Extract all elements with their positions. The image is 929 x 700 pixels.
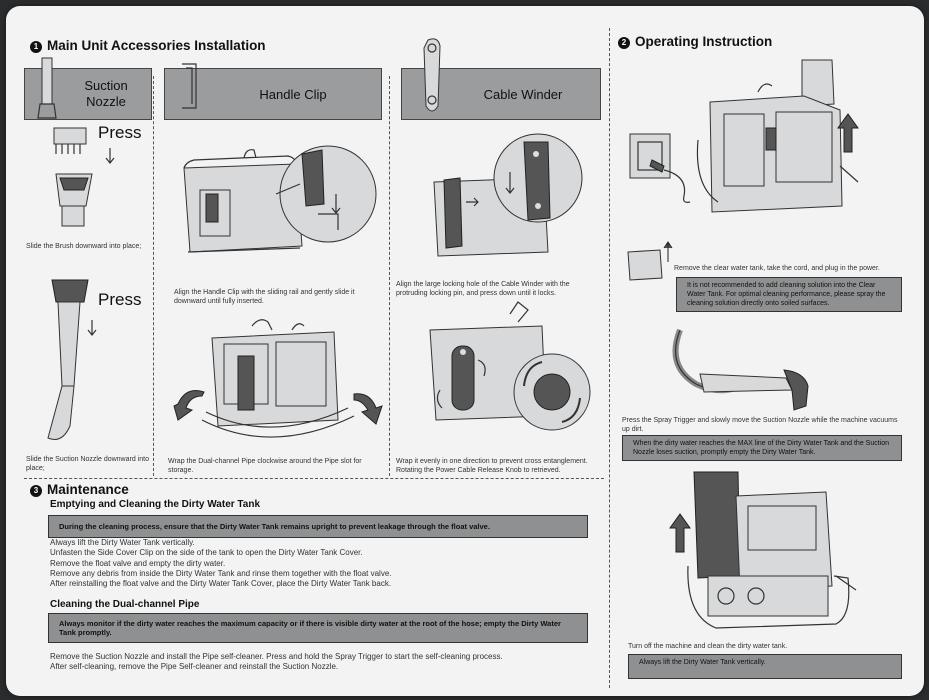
section-divider	[24, 478, 604, 479]
section2-title-text: Operating Instruction	[635, 34, 773, 49]
up-arrow-icon	[837, 113, 859, 153]
power-plug-illustration	[629, 133, 691, 203]
machine-tank-removed-illustration	[696, 59, 859, 213]
pipe-wrap-illustration	[173, 319, 383, 438]
divider-2	[389, 76, 390, 476]
cable-winder-icon	[423, 38, 441, 112]
sub2-line: After self-cleaning, remove the Pipe Sel…	[50, 662, 339, 672]
handle-clip-banner-label: Handle Clip	[259, 86, 327, 102]
section1-title-text: Main Unit Accessories Installation	[47, 38, 266, 53]
divider-1	[153, 76, 154, 476]
step1-note: It is not recommended to add cleaning so…	[676, 277, 902, 312]
small-machine-icon	[627, 241, 673, 281]
sub1-line: After reinstalling the float valve and t…	[50, 579, 392, 589]
dirty-tank-removal-illustration	[687, 471, 857, 629]
instruction-sheet: 1 Main Unit Accessories Installation Suct…	[6, 6, 924, 696]
section3-title-text: Maintenance	[47, 482, 129, 497]
nozzle-caption: Slide the Suction Nozzle downward into p…	[26, 456, 149, 472]
suction-nozzle-banner-label: Suction Nozzle	[84, 78, 128, 109]
handle-clip-caption: Align the Handle Clip with the sliding r…	[174, 289, 355, 305]
cable-winder-install-illustration	[433, 133, 583, 257]
handle-clip-banner: Handle Clip	[164, 68, 382, 120]
sub1-line: Unfasten the Side Cover Clip on the side…	[50, 548, 363, 558]
step2-caption: Press the Spray Trigger and slowly move …	[622, 417, 898, 433]
column-divider	[609, 28, 610, 688]
section2-number: 2	[618, 37, 630, 49]
cable-wrap-caption: Wrap it evenly in one direction to preve…	[396, 458, 588, 474]
section1-title: 1 Main Unit Accessories Installation	[30, 38, 266, 53]
press-label-1: Press	[98, 123, 142, 142]
cable-wrap-illustration	[429, 301, 591, 431]
up-arrow-icon	[669, 513, 691, 553]
suction-nozzle-icon	[37, 57, 57, 119]
step2-note: When the dirty water reaches the MAX lin…	[622, 435, 902, 461]
sub1-warning: During the cleaning process, ensure that…	[48, 515, 588, 538]
sub2-line: Remove the Suction Nozzle and install th…	[50, 652, 503, 661]
spray-nozzle-illustration	[672, 328, 809, 411]
step3-note: Always lift the Dirty Water Tank vertica…	[628, 654, 902, 679]
sub1-line: Remove any debris from inside the Dirty …	[50, 568, 392, 578]
section1-number: 1	[30, 41, 42, 53]
sub1-line: Always lift the Dirty Water Tank vertica…	[50, 538, 195, 547]
sub1-text: Always lift the Dirty Water Tank vertica…	[50, 538, 392, 589]
handle-clip-icon	[182, 63, 197, 109]
cable-winder-caption: Align the large locking hole of the Cabl…	[396, 281, 570, 297]
down-arrow-icon	[87, 320, 97, 336]
section2-title: 2 Operating Instruction	[618, 34, 772, 49]
pipe-wrap-caption: Wrap the Dual-channel Pipe clockwise aro…	[168, 458, 362, 474]
press-label-2: Press	[98, 290, 142, 309]
brush-caption: Slide the Brush downward into place;	[26, 243, 142, 250]
sub2-text: Remove the Suction Nozzle and install th…	[50, 652, 503, 673]
section3-number: 3	[30, 485, 42, 497]
down-arrow-icon	[105, 148, 115, 164]
step3-caption: Turn off the machine and clean the dirty…	[628, 643, 788, 650]
suction-nozzle-illustration	[47, 279, 89, 440]
brush-illustration	[53, 127, 93, 227]
sub1-title: Emptying and Cleaning the Dirty Water Ta…	[50, 499, 261, 510]
sub2-title: Cleaning the Dual-channel Pipe	[50, 599, 200, 610]
step1-caption: Remove the clear water tank, take the co…	[674, 265, 880, 272]
sub2-warning: Always monitor if the dirty water reache…	[48, 613, 588, 643]
sub1-line: Remove the float valve and empty the dir…	[50, 558, 226, 568]
handle-clip-install-illustration	[183, 145, 377, 253]
section3-title: 3 Maintenance	[30, 482, 129, 497]
cable-winder-banner-label: Cable Winder	[483, 86, 563, 102]
